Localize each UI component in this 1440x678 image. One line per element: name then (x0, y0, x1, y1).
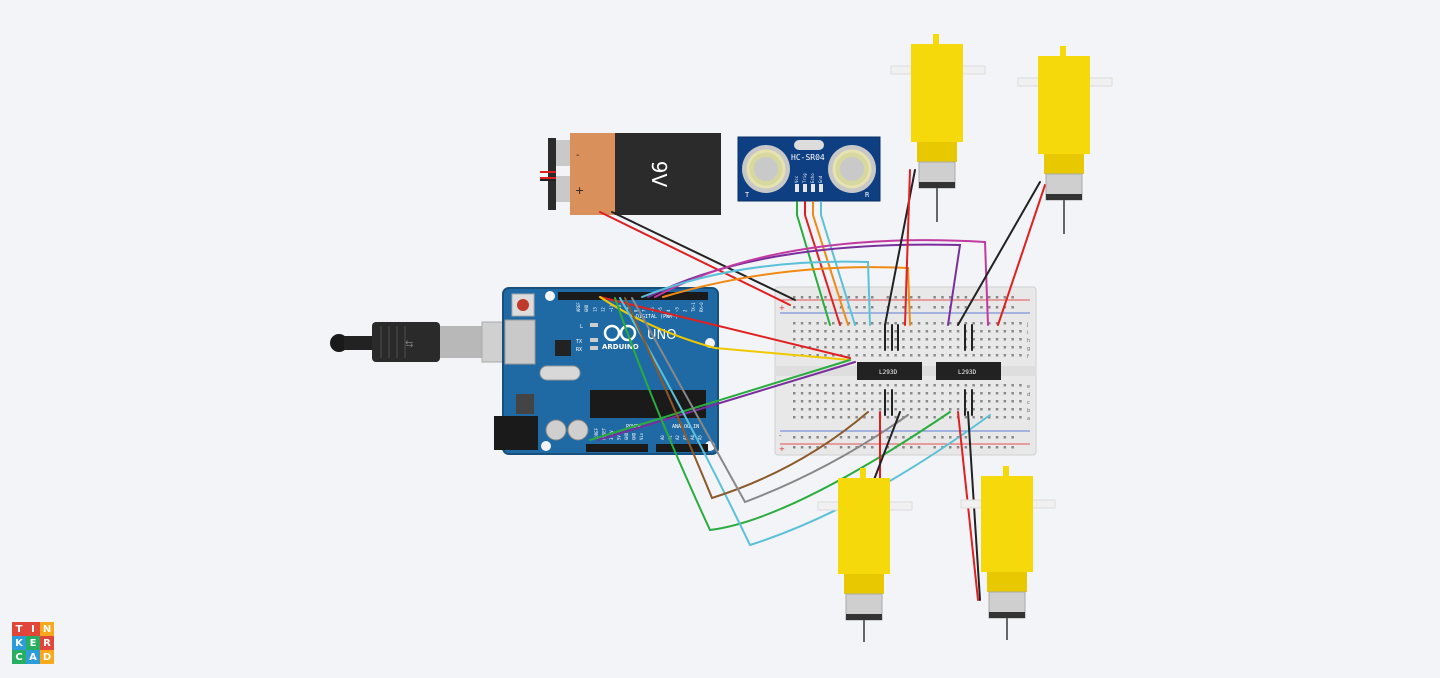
chip2-label: L293D (958, 369, 976, 376)
battery-plus-label: + (575, 184, 584, 197)
logo-letter: A (26, 650, 40, 664)
sensor-pin[interactable] (795, 184, 799, 192)
logo-letter: K (12, 636, 26, 650)
logo-letter: E (26, 636, 40, 650)
9v-battery[interactable]: - + 9V (540, 133, 721, 215)
row-letter: f (1027, 354, 1029, 360)
sensor-r-label: R (865, 191, 870, 199)
row-letter: h (1027, 338, 1030, 344)
analog-pin-label: A3 (683, 435, 688, 440)
sensor-pin-label: Vcc (794, 175, 799, 183)
led-tx-label: TX (576, 339, 582, 345)
analog-pin-label: A2 (675, 435, 680, 440)
row-letter: c (1027, 400, 1030, 406)
sensor-pin-label: Echo (810, 173, 815, 183)
power-pin-label: 5V (617, 435, 622, 440)
power-pin-label: GND (624, 432, 629, 440)
logo-letter: C (12, 650, 26, 664)
digital-pin-label: 12 (601, 307, 606, 312)
sensor-pin[interactable] (819, 184, 823, 192)
usb-icon: ⇆ (405, 339, 413, 350)
digital-pin-label: 7 (642, 309, 647, 312)
led-rx-label: RX (576, 347, 582, 353)
sensor-pin[interactable] (803, 184, 807, 192)
analog-label: ANALOG IN (672, 424, 699, 430)
led-l-label: L (580, 324, 583, 330)
power-header[interactable] (586, 444, 648, 452)
battery-voltage-label: 9V (647, 161, 671, 188)
digital-pin-label: GND (584, 304, 589, 312)
row-letter: b (1027, 408, 1030, 414)
power-pin-label: IOREF (594, 427, 599, 440)
row-letter: e (1027, 384, 1030, 390)
digital-pin-label: ~3 (674, 307, 679, 312)
power-pin-label: Vin (639, 432, 644, 440)
sensor-t-label: T (745, 191, 750, 199)
sensor-model-label: HC-SR04 (791, 153, 825, 162)
atmega-chip (590, 390, 706, 418)
dc-motor[interactable] (1017, 46, 1113, 234)
power-pin-label: GND (632, 432, 637, 440)
sensor-pin-label: Trig (802, 173, 807, 183)
analog-pin-label: A5 (698, 435, 703, 440)
digital-pin-label: AREF (576, 302, 581, 312)
logo-letter: N (40, 622, 54, 636)
arduino-brand-label: ARDUINO (602, 343, 639, 351)
digital-pin-label: 8 (633, 309, 638, 312)
digital-label: DIGITAL (PWM~) (636, 314, 678, 320)
dc-motor[interactable] (890, 34, 986, 222)
digital-pin-label: ~5 (658, 307, 663, 312)
dc-motor[interactable] (817, 468, 913, 642)
chip1-label: L293D (879, 369, 897, 376)
rail-plus-top: + (779, 304, 785, 312)
rail-plus-bottom: + (779, 445, 785, 453)
row-letter: j (1026, 322, 1028, 328)
analog-pin-label: A4 (690, 435, 695, 440)
power-jack[interactable] (494, 416, 538, 450)
digital-pin-label: 2 (683, 309, 688, 312)
sensor-pin-label: Gnd (818, 175, 823, 183)
arduino-logo-icon (603, 324, 637, 342)
digital-pin-label: RX←0 (699, 302, 704, 312)
digital-pin-label: TX→1 (691, 302, 696, 312)
digital-header[interactable] (558, 292, 708, 300)
analog-pin-label: A1 (668, 435, 673, 440)
row-letter: a (1027, 416, 1030, 422)
logo-letter: R (40, 636, 54, 650)
power-pin-label: RESET (602, 427, 607, 440)
logo-letter: D (40, 650, 54, 664)
l293d-chip-2[interactable]: L293D (936, 362, 1001, 380)
l293d-chip-1[interactable]: L293D (857, 362, 922, 380)
row-letter: g (1027, 346, 1030, 352)
arduino-uno-board[interactable]: L TX RX ARDUINO UNO DIGITAL (PWM~) POWER… (494, 287, 719, 455)
sensor-pin[interactable] (811, 184, 815, 192)
logo-letter: T (12, 622, 26, 636)
digital-pin-label: 13 (592, 307, 597, 312)
dc-motor[interactable] (960, 466, 1056, 640)
row-letter: i (1027, 330, 1028, 336)
analog-header[interactable] (656, 444, 708, 452)
row-letter: d (1027, 392, 1030, 398)
digital-pin-label: ~11 (609, 304, 614, 312)
rail-minus-bottom: - (779, 432, 782, 440)
battery-minus-label: - (576, 150, 580, 161)
digital-pin-label: ~9 (625, 307, 630, 312)
analog-pin-label: A0 (660, 435, 665, 440)
digital-pin-label: 4 (666, 309, 671, 312)
logo-letter: I (26, 622, 40, 636)
